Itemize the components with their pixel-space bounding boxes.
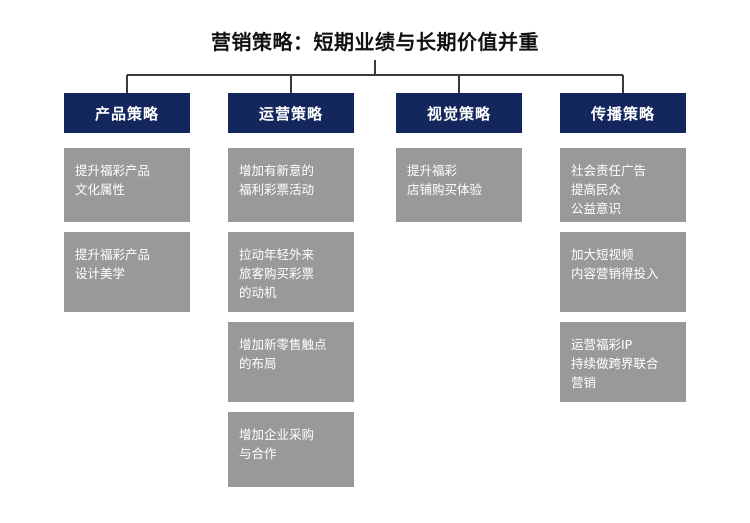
strategy-item-product[interactable]: 提升福彩产品 文化属性 [64, 148, 190, 222]
column-header-visual[interactable]: 视觉策略 [396, 93, 522, 133]
column-items-communication: 社会责任广告 提高民众 公益意识加大短视频 内容营销得投入运营福彩IP 持续做跨… [560, 148, 686, 402]
strategy-column-operations: 运营策略 增加有新意的 福利彩票活动拉动年轻外来 旅客购买彩票 的动机增加新零售… [228, 93, 354, 497]
column-header-communication[interactable]: 传播策略 [560, 93, 686, 133]
strategy-item-communication[interactable]: 加大短视频 内容营销得投入 [560, 232, 686, 312]
page-title: 营销策略：短期业绩与长期价值并重 [211, 30, 539, 54]
strategy-item-product[interactable]: 提升福彩产品 设计美学 [64, 232, 190, 312]
strategy-column-product: 产品策略 提升福彩产品 文化属性提升福彩产品 设计美学 [64, 93, 190, 322]
strategy-column-communication: 传播策略 社会责任广告 提高民众 公益意识加大短视频 内容营销得投入运营福彩IP… [560, 93, 686, 412]
strategy-item-communication[interactable]: 运营福彩IP 持续做跨界联合 营销 [560, 322, 686, 402]
column-items-product: 提升福彩产品 文化属性提升福彩产品 设计美学 [64, 148, 190, 312]
column-header-operations[interactable]: 运营策略 [228, 93, 354, 133]
strategy-item-operations[interactable]: 拉动年轻外来 旅客购买彩票 的动机 [228, 232, 354, 312]
strategy-item-operations[interactable]: 增加新零售触点 的布局 [228, 322, 354, 402]
strategy-column-visual: 视觉策略 提升福彩 店铺购买体验 [396, 93, 522, 232]
column-items-operations: 增加有新意的 福利彩票活动拉动年轻外来 旅客购买彩票 的动机增加新零售触点 的布… [228, 148, 354, 487]
column-items-visual: 提升福彩 店铺购买体验 [396, 148, 522, 222]
strategy-item-visual[interactable]: 提升福彩 店铺购买体验 [396, 148, 522, 222]
strategy-item-operations[interactable]: 增加企业采购 与合作 [228, 412, 354, 487]
strategy-item-communication[interactable]: 社会责任广告 提高民众 公益意识 [560, 148, 686, 222]
strategy-item-operations[interactable]: 增加有新意的 福利彩票活动 [228, 148, 354, 222]
column-header-product[interactable]: 产品策略 [64, 93, 190, 133]
